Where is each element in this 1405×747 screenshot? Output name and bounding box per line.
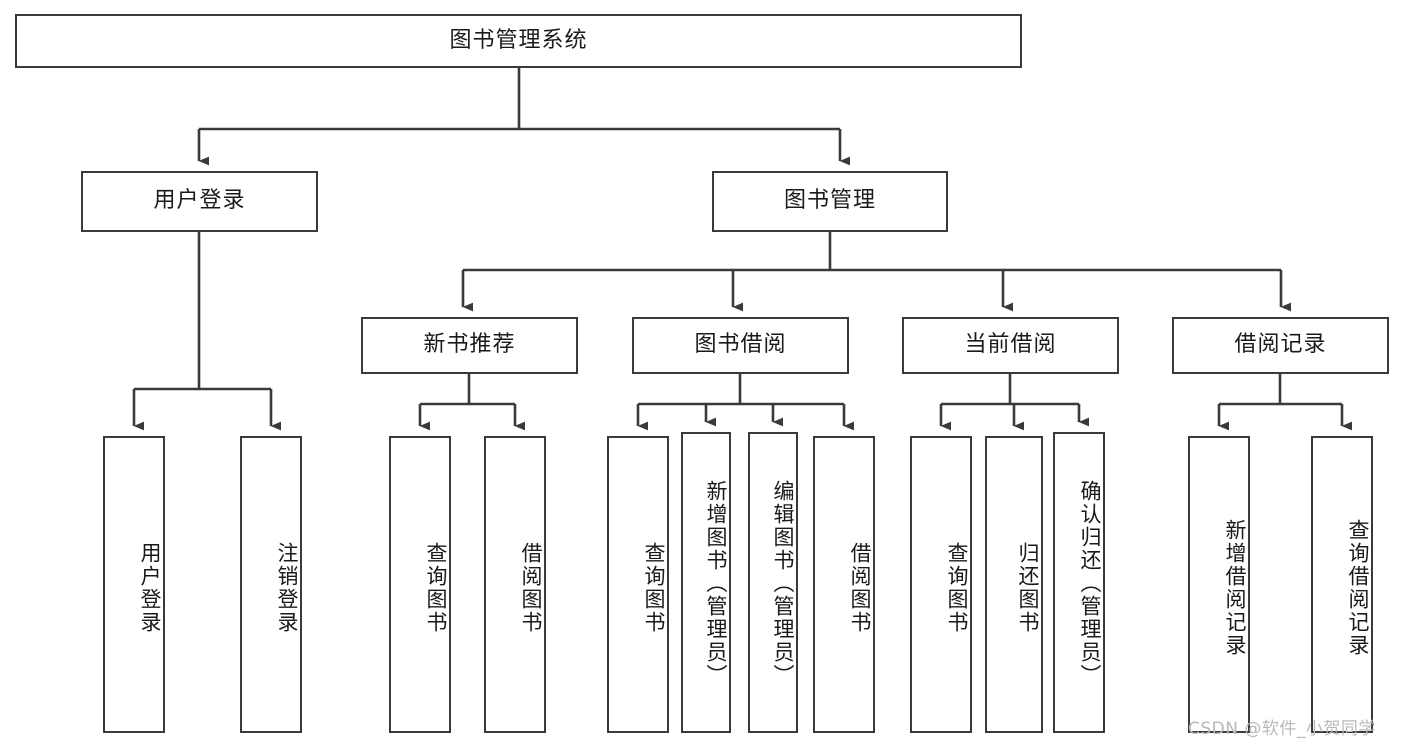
node-current-borrow[interactable]: 当前借阅 — [902, 317, 1119, 374]
node-user-login-label: 用户登录 — [153, 188, 246, 214]
node-leaf-confirm-return-admin-label: 确认归还（管理员） — [1078, 480, 1102, 687]
node-book-manage[interactable]: 图书管理 — [712, 171, 948, 232]
node-leaf-query-book-2[interactable]: 查询图书 — [607, 436, 669, 733]
node-leaf-user-logout[interactable]: 注销登录 — [240, 436, 302, 733]
node-borrow-record[interactable]: 借阅记录 — [1172, 317, 1389, 374]
node-leaf-add-book-admin[interactable]: 新增图书（管理员） — [681, 432, 731, 733]
node-leaf-user-login-label: 用户登录 — [138, 541, 162, 634]
csdn-watermark: CSDN @软件_小贺同学 — [1188, 719, 1376, 739]
node-current-borrow-label: 当前借阅 — [964, 332, 1057, 358]
node-leaf-borrow-book-1-label: 借阅图书 — [519, 541, 543, 634]
node-leaf-user-login[interactable]: 用户登录 — [103, 436, 165, 733]
node-leaf-add-book-admin-label: 新增图书（管理员） — [704, 480, 728, 687]
node-leaf-query-book-3[interactable]: 查询图书 — [910, 436, 972, 733]
node-new-book-recommend[interactable]: 新书推荐 — [361, 317, 578, 374]
node-leaf-query-book-2-label: 查询图书 — [642, 541, 666, 634]
node-book-borrow[interactable]: 图书借阅 — [632, 317, 849, 374]
node-leaf-return-book[interactable]: 归还图书 — [985, 436, 1043, 733]
node-leaf-add-borrow-record[interactable]: 新增借阅记录 — [1188, 436, 1250, 733]
node-leaf-user-logout-label: 注销登录 — [275, 541, 299, 634]
node-leaf-query-borrow-record-label: 查询借阅记录 — [1346, 518, 1370, 657]
node-leaf-return-book-label: 归还图书 — [1016, 541, 1040, 634]
node-leaf-query-book-1[interactable]: 查询图书 — [389, 436, 451, 733]
node-leaf-query-book-3-label: 查询图书 — [945, 541, 969, 634]
node-leaf-edit-book-admin-label: 编辑图书（管理员） — [771, 480, 795, 687]
node-leaf-borrow-book-2[interactable]: 借阅图书 — [813, 436, 875, 733]
node-borrow-record-label: 借阅记录 — [1234, 332, 1327, 358]
node-book-borrow-label: 图书借阅 — [694, 332, 787, 358]
node-leaf-borrow-book-1[interactable]: 借阅图书 — [484, 436, 546, 733]
node-new-book-recommend-label: 新书推荐 — [423, 332, 516, 358]
node-leaf-borrow-book-2-label: 借阅图书 — [848, 541, 872, 634]
node-leaf-add-borrow-record-label: 新增借阅记录 — [1223, 518, 1247, 657]
node-root[interactable]: 图书管理系统 — [15, 14, 1022, 68]
node-leaf-query-borrow-record[interactable]: 查询借阅记录 — [1311, 436, 1373, 733]
node-root-label: 图书管理系统 — [449, 27, 588, 53]
node-leaf-edit-book-admin[interactable]: 编辑图书（管理员） — [748, 432, 798, 733]
node-book-manage-label: 图书管理 — [783, 188, 876, 214]
node-user-login[interactable]: 用户登录 — [81, 171, 318, 232]
node-leaf-query-book-1-label: 查询图书 — [424, 541, 448, 634]
node-leaf-confirm-return-admin[interactable]: 确认归还（管理员） — [1053, 432, 1105, 733]
